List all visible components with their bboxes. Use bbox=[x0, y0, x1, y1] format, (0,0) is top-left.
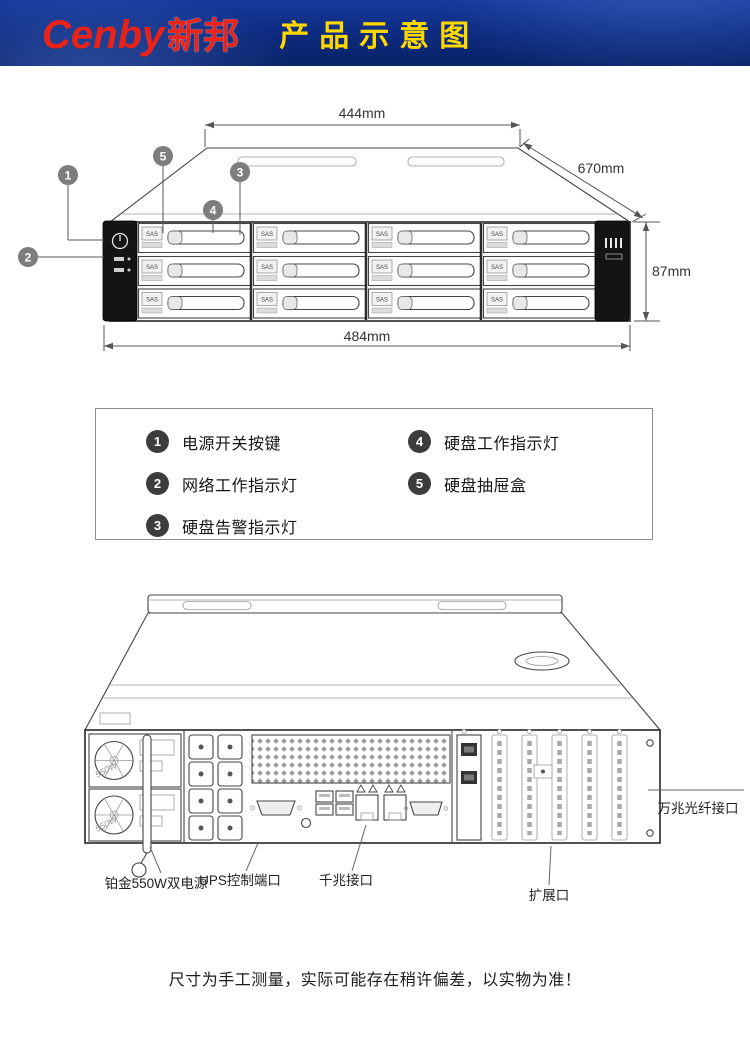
legend-num-4: 4 bbox=[408, 430, 431, 453]
round-connector-icon bbox=[300, 817, 312, 829]
legend-num-3: 3 bbox=[146, 514, 169, 537]
legend-column-right: 4 硬盘工作指示灯 5 硬盘抽屉盒 bbox=[396, 409, 560, 539]
rear-labels: 万兆光纤接口 铂金550W双电源 UPS控制端口 千兆接口 扩展口 bbox=[105, 789, 744, 903]
legend-num-1: 1 bbox=[146, 430, 169, 453]
label-ups-port: UPS控制端口 bbox=[199, 873, 281, 888]
legend-num-5: 5 bbox=[408, 472, 431, 495]
screw-icon bbox=[646, 739, 654, 747]
dim-bottom-width-label: 484mm bbox=[344, 328, 391, 344]
dim-height: 87mm bbox=[634, 221, 691, 322]
drive-tray bbox=[137, 222, 252, 254]
callout-3-number: 3 bbox=[237, 166, 244, 180]
fiber-card bbox=[456, 734, 482, 841]
front-led-1 bbox=[114, 257, 124, 261]
psu-area: 550W 550W bbox=[88, 730, 185, 878]
cord-retainer-hook-icon bbox=[131, 862, 147, 878]
front-view-diagram: SAS 444mm bbox=[18, 105, 691, 351]
drive-tray bbox=[252, 255, 367, 287]
screw-icon bbox=[646, 829, 654, 837]
drive-tray bbox=[482, 222, 597, 254]
vent-grid bbox=[251, 734, 451, 784]
disclaimer-text: 尺寸为手工测量，实际可能存在稍许偏差，以实物为准！ bbox=[168, 972, 582, 989]
brand-logo-cn: 新邦 bbox=[167, 15, 240, 56]
callout-2: 2 bbox=[18, 247, 104, 267]
expansion-area bbox=[451, 729, 654, 842]
drive-tray bbox=[137, 255, 252, 287]
lid-latch bbox=[514, 651, 570, 671]
drive-tray bbox=[367, 288, 482, 319]
label-expansion-slot: 扩展口 bbox=[529, 888, 570, 903]
callout-4-number: 4 bbox=[210, 204, 217, 218]
drive-tray bbox=[252, 288, 367, 319]
dim-bottom-width: 484mm bbox=[103, 325, 631, 351]
fan-module-grid bbox=[188, 734, 243, 841]
led-strip-icon bbox=[605, 238, 623, 260]
callout-5: 5 bbox=[153, 146, 173, 233]
ethernet-ports-icon bbox=[355, 794, 407, 821]
drive-bay-grid bbox=[137, 222, 597, 320]
legend-num-2: 2 bbox=[146, 472, 169, 495]
callout-3: 3 bbox=[230, 162, 250, 235]
usb-ports-icon bbox=[315, 790, 354, 816]
drive-tray bbox=[482, 255, 597, 287]
front-led-2 bbox=[114, 268, 124, 272]
slot-covers bbox=[491, 734, 628, 841]
legend-item-1: 1 电源开关按键 bbox=[146, 430, 396, 453]
front-chassis-top bbox=[108, 147, 632, 223]
page-title: 产品示意图 bbox=[279, 20, 480, 53]
legend-label-3: 硬盘告警指示灯 bbox=[182, 519, 298, 537]
serial-port-icon bbox=[403, 801, 449, 816]
label-gigabit-port: 千兆接口 bbox=[319, 872, 373, 888]
callout-2-number: 2 bbox=[25, 251, 32, 265]
dim-depth-label: 670mm bbox=[578, 160, 625, 176]
legend-label-4: 硬盘工作指示灯 bbox=[444, 435, 560, 453]
dim-top-width-label: 444mm bbox=[339, 105, 386, 121]
header-banner: Cenby 新邦 产品示意图 bbox=[0, 0, 750, 66]
front-left-ear bbox=[102, 220, 138, 322]
drive-tray bbox=[367, 222, 482, 254]
legend-item-5: 5 硬盘抽屉盒 bbox=[408, 472, 560, 495]
brand-logo-en: Cenby bbox=[42, 13, 165, 57]
top-rail bbox=[147, 594, 563, 614]
vga-port-icon bbox=[250, 800, 302, 816]
drive-tray bbox=[367, 255, 482, 287]
cord-retainer-bar bbox=[142, 734, 152, 854]
warning-triangle-icons bbox=[356, 784, 406, 793]
rear-view-diagram: 550W 550W bbox=[84, 594, 744, 903]
drive-tray bbox=[137, 288, 252, 319]
legend-label-1: 电源开关按键 bbox=[182, 435, 282, 453]
power-button-icon bbox=[111, 232, 129, 250]
io-ports bbox=[250, 784, 449, 829]
legend-item-3: 3 硬盘告警指示灯 bbox=[146, 514, 396, 537]
callout-5-number: 5 bbox=[160, 150, 167, 164]
front-right-ear bbox=[594, 220, 630, 322]
rear-chassis-top bbox=[84, 612, 662, 731]
drive-tray bbox=[252, 222, 367, 254]
callout-1-number: 1 bbox=[65, 169, 72, 183]
legend-label-2: 网络工作指示灯 bbox=[182, 477, 298, 495]
legend-item-4: 4 硬盘工作指示灯 bbox=[408, 430, 560, 453]
dim-depth: 670mm bbox=[519, 138, 647, 223]
brand-logo: Cenby 新邦 bbox=[42, 7, 239, 59]
lid-label bbox=[99, 712, 131, 725]
legend-item-2: 2 网络工作指示灯 bbox=[146, 472, 396, 495]
legend-label-5: 硬盘抽屉盒 bbox=[444, 477, 527, 495]
legend-box: 1 电源开关按键 2 网络工作指示灯 3 硬盘告警指示灯 4 硬盘工作指示灯 5… bbox=[95, 408, 653, 540]
psu-top: 550W bbox=[88, 733, 182, 788]
legend-column-left: 1 电源开关按键 2 网络工作指示灯 3 硬盘告警指示灯 bbox=[96, 409, 396, 539]
psu-bottom: 550W bbox=[88, 788, 182, 842]
dim-height-label: 87mm bbox=[652, 263, 691, 279]
callout-1: 1 bbox=[58, 165, 104, 241]
callout-4: 4 bbox=[203, 200, 223, 233]
label-fiber-port: 万兆光纤接口 bbox=[658, 800, 739, 816]
drive-tray bbox=[482, 288, 597, 319]
label-psu: 铂金550W双电源 bbox=[105, 876, 208, 891]
dim-top-width: 444mm bbox=[204, 105, 521, 147]
